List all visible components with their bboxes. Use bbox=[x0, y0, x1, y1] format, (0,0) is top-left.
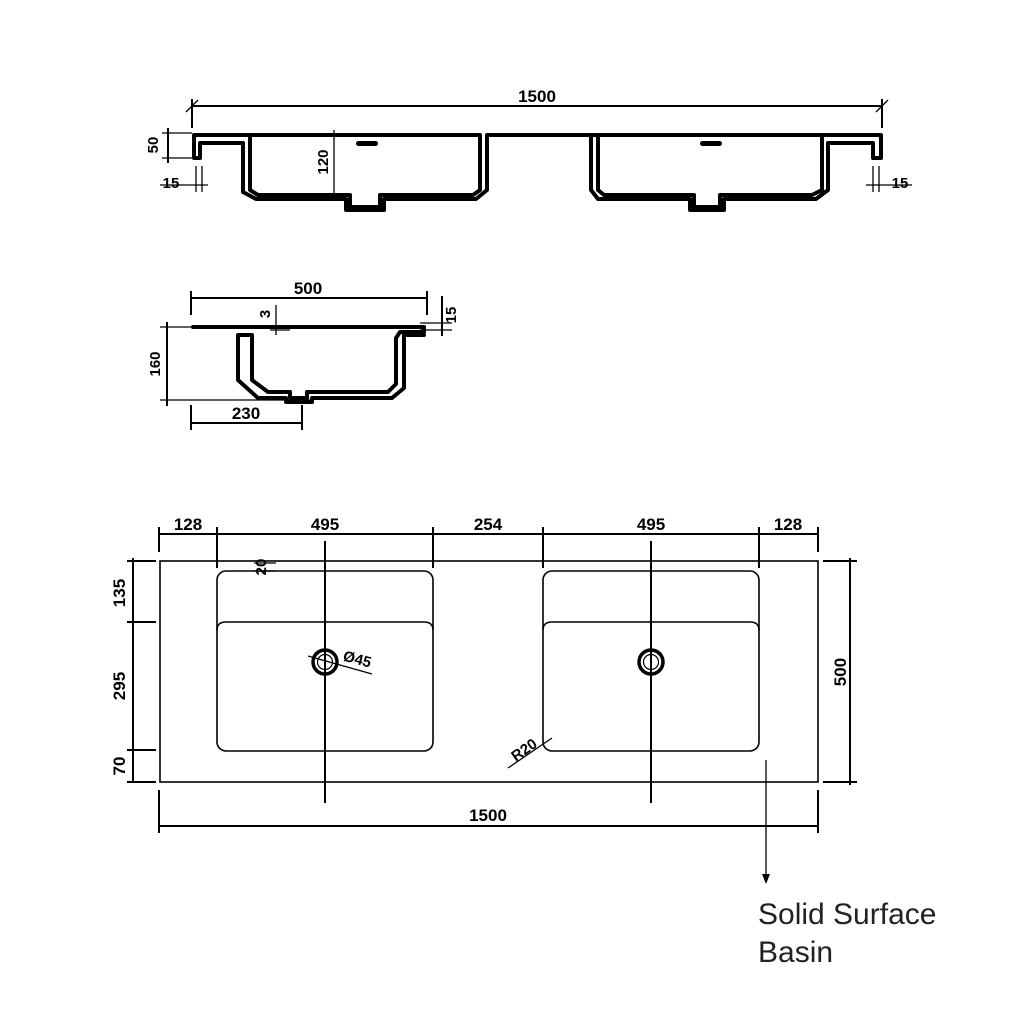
svg-text:128: 128 bbox=[174, 515, 202, 534]
front-width-label: 1500 bbox=[518, 87, 556, 106]
side-drain-offset-dimension: 230 bbox=[190, 404, 303, 430]
svg-text:15: 15 bbox=[892, 175, 909, 192]
front-view: 1500 120 50 15 15 bbox=[145, 87, 912, 212]
svg-text:495: 495 bbox=[311, 515, 339, 534]
svg-text:160: 160 bbox=[147, 351, 164, 376]
side-view: 500 3 15 160 230 bbox=[147, 279, 460, 430]
plan-top-dimension-chain: 128 495 254 495 128 bbox=[158, 515, 819, 568]
plan-depth-dimension: 500 bbox=[823, 558, 857, 785]
front-overflow-left bbox=[356, 141, 378, 146]
svg-text:254: 254 bbox=[474, 515, 503, 534]
caption: Solid Surface Basin bbox=[758, 898, 936, 969]
front-width-dimension: 1500 bbox=[185, 87, 889, 128]
svg-text:1500: 1500 bbox=[469, 806, 507, 825]
front-rim-thickness-left: 15 bbox=[160, 166, 208, 192]
svg-text:3: 3 bbox=[257, 310, 274, 318]
front-depth-label: 120 bbox=[315, 149, 332, 174]
svg-text:70: 70 bbox=[110, 757, 129, 776]
svg-text:50: 50 bbox=[145, 137, 162, 154]
caption-line2: Basin bbox=[758, 936, 833, 969]
front-rim-thickness-right: 15 bbox=[866, 166, 912, 192]
svg-text:500: 500 bbox=[831, 658, 850, 686]
svg-text:295: 295 bbox=[110, 672, 129, 700]
plan-drain-diameter-callout: Ø45 bbox=[307, 648, 373, 675]
side-depth-dimension: 500 bbox=[190, 279, 428, 315]
plan-inner-offset-dimension: 20 bbox=[253, 559, 276, 576]
side-height-dimension: 160 bbox=[147, 322, 310, 406]
plan-left-dimension-chain: 135 295 70 bbox=[110, 558, 156, 783]
plan-width-dimension: 1500 bbox=[158, 790, 819, 833]
plan-view: 128 495 254 495 128 20 bbox=[110, 515, 857, 884]
side-rim-thickness: 15 bbox=[420, 296, 460, 336]
front-rim-height-dimension: 50 bbox=[145, 128, 192, 163]
front-basin-profile bbox=[192, 133, 883, 212]
caption-line1: Solid Surface bbox=[758, 898, 936, 931]
svg-text:128: 128 bbox=[774, 515, 802, 534]
plan-countertop bbox=[159, 560, 819, 783]
plan-corner-radius-callout: R20 bbox=[507, 735, 553, 769]
svg-text:15: 15 bbox=[443, 307, 460, 324]
svg-text:Ø45: Ø45 bbox=[341, 648, 373, 672]
caption-leader-arrow bbox=[762, 760, 770, 884]
svg-text:135: 135 bbox=[110, 579, 129, 607]
svg-text:500: 500 bbox=[294, 279, 322, 298]
svg-text:230: 230 bbox=[232, 404, 260, 423]
svg-text:495: 495 bbox=[637, 515, 665, 534]
svg-text:15: 15 bbox=[163, 175, 180, 192]
svg-text:R20: R20 bbox=[508, 735, 540, 765]
side-basin-profile bbox=[191, 325, 426, 404]
svg-text:20: 20 bbox=[253, 559, 270, 576]
front-overflow-right bbox=[700, 141, 722, 146]
